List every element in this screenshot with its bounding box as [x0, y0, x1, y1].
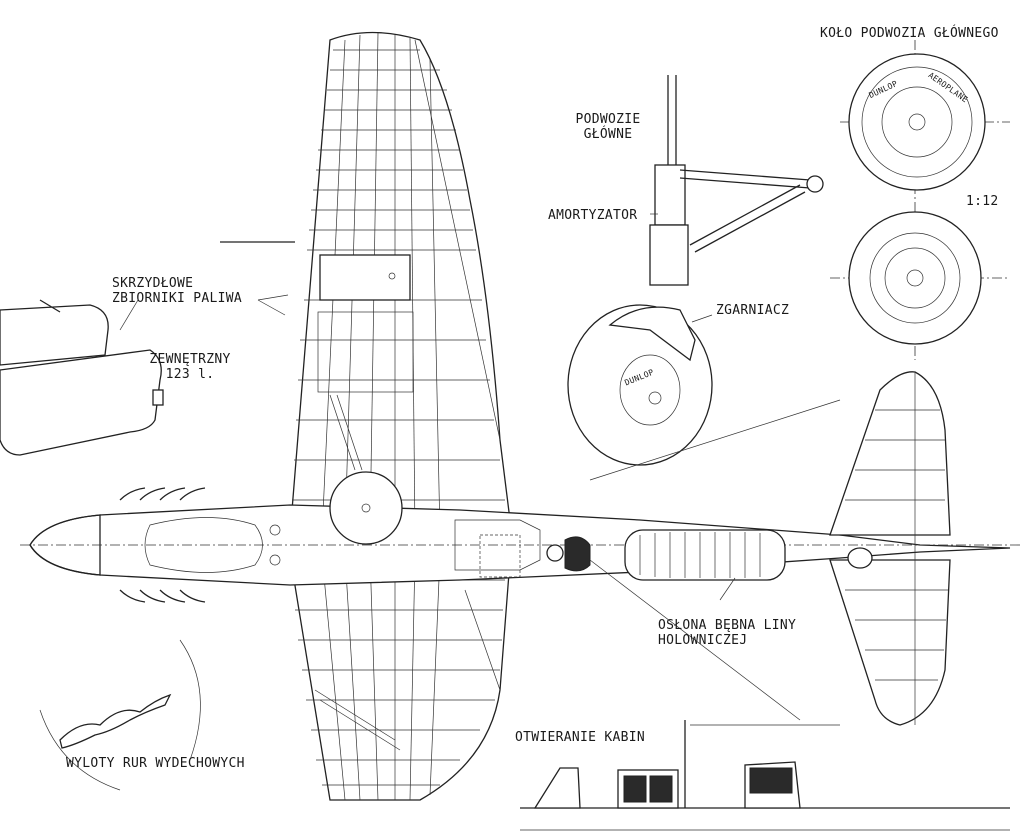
scale-label: 1:12 — [966, 194, 999, 209]
external-fuel-tank-drawing — [0, 299, 164, 456]
external-tank-label-line1: ZEWNĘTRZNY — [149, 352, 231, 367]
wing-tanks-label: SKRZYDŁOWE ZBIORNIKI PALIWA — [112, 276, 242, 306]
exhaust-outlets-drawing — [39, 487, 206, 791]
wing-upper-half — [289, 31, 511, 536]
main-gear-label-line2: GŁÓWNE — [583, 127, 633, 142]
main-gear-label-line1: PODWOZIE — [575, 112, 641, 127]
fuselage — [20, 241, 1020, 586]
wing-tanks-label-line1: SKRZYDŁOWE — [112, 276, 194, 291]
tailplane — [829, 371, 951, 726]
winch-cover-label-line2: HOLOWNICZEJ — [658, 633, 748, 648]
winch-cover-label: OSŁONA BĘBNA LINY HOLOWNICZEJ — [658, 618, 796, 648]
winch-cover-label-line1: OSŁONA BĘBNA LINY — [658, 618, 797, 633]
main-wheel-title-label: KOŁO PODWOZIA GŁÓWNEGO — [820, 26, 999, 41]
wing-lower-half — [289, 554, 511, 801]
main-gear-detail — [567, 75, 824, 466]
canopy-opening-label: OTWIERANIE KABIN — [515, 730, 646, 745]
external-tank-label: ZEWNĘTRZNY 123 l. — [140, 352, 240, 382]
shock-absorber-label: AMORTYZATOR — [548, 208, 638, 223]
main-gear-label: PODWOZIE GŁÓWNE — [563, 112, 653, 142]
wheel-detail-views — [830, 40, 1010, 360]
retracted-main-wheel — [329, 471, 403, 545]
exhaust-outlets-label: WYLOTY RUR WYDECHOWYCH — [66, 756, 245, 771]
leader-lines — [119, 213, 841, 721]
external-tank-label-line2: 123 l. — [165, 367, 215, 382]
wing-tanks-label-line2: ZBIORNIKI PALIWA — [112, 291, 243, 306]
canopy-opening-drawing — [520, 720, 1010, 831]
scraper-label: ZGARNIACZ — [716, 303, 790, 318]
